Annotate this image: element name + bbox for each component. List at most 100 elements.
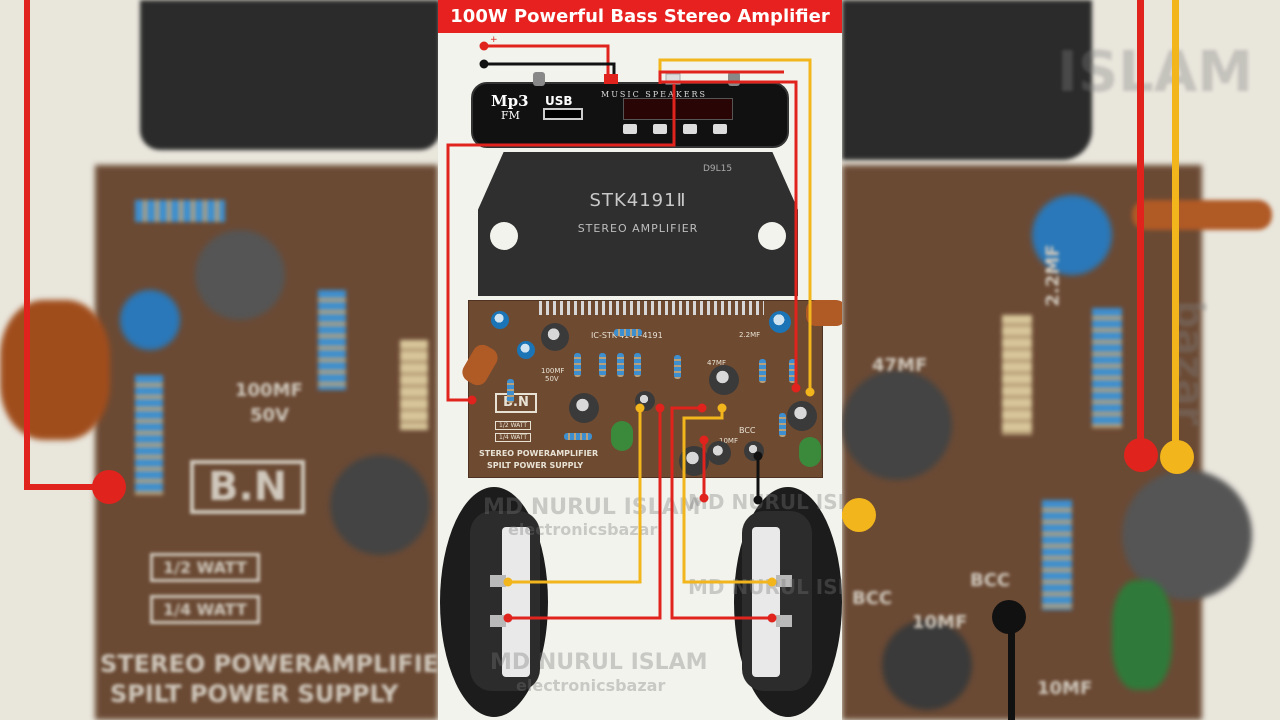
- backdrop-resistor: [1042, 500, 1072, 610]
- backdrop-line2: SPILT POWER SUPPLY: [110, 680, 399, 708]
- capacitor: [787, 401, 817, 431]
- backdrop-bcc: BCC: [970, 570, 1011, 591]
- capacitor: [635, 391, 655, 411]
- pcb-cap1-volt: 50V: [545, 375, 559, 383]
- backdrop-cap-volt: 50V: [250, 405, 289, 426]
- resistor: [634, 353, 641, 377]
- green-capacitor: [799, 437, 821, 467]
- right-speaker: [734, 487, 842, 717]
- capacitor: [707, 441, 731, 465]
- capacitor: [679, 446, 709, 476]
- stk-ic: D9L15 STK4191Ⅱ STEREO AMPLIFIER: [478, 152, 798, 296]
- minus-label: -: [490, 57, 494, 71]
- backdrop-red-wire: [24, 484, 104, 490]
- backdrop-bn: B.N: [190, 460, 306, 514]
- mp3-button: [713, 124, 727, 134]
- capacitor-blue: [491, 311, 509, 329]
- watermark-channel: electronicsbazar: [508, 520, 658, 539]
- backdrop-resistor: [318, 290, 346, 390]
- watermark-name: MD NURUL ISLAM: [483, 495, 701, 520]
- capacitor: [541, 323, 569, 351]
- speaker-terminal: [490, 615, 506, 627]
- page-title: 100W Powerful Bass Stereo Amplifier: [438, 0, 842, 33]
- backdrop-capacitor-blue: [120, 290, 180, 350]
- pcb-watt-half: 1/2 WATT: [495, 421, 532, 430]
- ic-name: STK4191Ⅱ: [589, 190, 687, 211]
- ic-pin-row: [539, 301, 764, 315]
- mp3-sub: FM: [501, 109, 520, 122]
- pcb-line2: SPILT POWER SUPPLY: [487, 461, 584, 470]
- backdrop-cap3: 2.2MF: [1042, 244, 1064, 307]
- backdrop-resistor: [135, 200, 225, 222]
- backdrop-yellow-wire: [1172, 0, 1179, 460]
- orange-capacitor: [458, 341, 502, 389]
- capacitor: [569, 393, 599, 423]
- watermark-name: MD NURUL ISLAM: [688, 490, 842, 514]
- resistor: [574, 353, 581, 377]
- backdrop-black-wire: [1008, 615, 1015, 720]
- backdrop-capacitor: [882, 620, 972, 710]
- backdrop-cap5: 10MF: [1037, 678, 1093, 699]
- resistor: [674, 355, 681, 379]
- capacitor-blue: [517, 341, 535, 359]
- backdrop-capacitor: [195, 230, 285, 320]
- resistor: [507, 379, 514, 403]
- backdrop-watt-quarter: 1/4 WATT: [150, 595, 260, 624]
- watermark-name: MD NURUL ISLAM: [490, 650, 708, 675]
- resistor: [759, 359, 766, 383]
- watermark-name: MD NURUL ISLAM: [688, 575, 842, 599]
- pcb-brand-box: B.N: [495, 393, 537, 413]
- backdrop-red-wire: [1137, 0, 1144, 460]
- backdrop-yellow-wire: [842, 512, 862, 519]
- resistor: [564, 433, 592, 440]
- backdrop-capacitor: [842, 370, 952, 480]
- pcb-watt-quarter: 1/4 WATT: [495, 433, 532, 442]
- usb-port: [543, 108, 583, 120]
- mp3-button: [683, 124, 697, 134]
- resistor: [599, 353, 606, 377]
- ic-subtitle: STEREO AMPLIFIER: [577, 222, 699, 235]
- mp3-display: [623, 98, 733, 120]
- ic-code: D9L15: [703, 164, 733, 174]
- backdrop-capacitor-blue: [1032, 195, 1112, 275]
- backdrop-orange-cap: [0, 300, 110, 440]
- backdrop-orange-cap: [1132, 200, 1272, 230]
- backdrop-mp3-shadow: [842, 0, 1092, 160]
- speaker-terminal: [490, 575, 506, 587]
- capacitor-blue: [769, 311, 791, 333]
- backdrop-watermark: ISLAM: [1057, 40, 1253, 105]
- amplifier-pcb: IC-STK-4141-4191 100MF 50V 47MF 2.2MF BC…: [458, 300, 842, 478]
- backdrop-cap2: 47MF: [872, 355, 928, 376]
- backdrop-resistor: [1092, 308, 1122, 428]
- watermark-channel: electronicsbazar: [516, 676, 666, 695]
- left-backdrop: 100MF 50V B.N 1/2 WATT 1/4 WATT STEREO P…: [0, 0, 438, 720]
- speaker-label-plate: [752, 527, 780, 677]
- resistor: [617, 353, 624, 377]
- plus-label: +: [490, 35, 498, 45]
- backdrop-green-cap: [1112, 580, 1172, 690]
- right-backdrop: 47MF 2.2MF BCC BCC 10MF 10MF ISLAM bazar: [842, 0, 1280, 720]
- mp3-jack: [533, 72, 545, 86]
- backdrop-black-dot: [992, 600, 1026, 634]
- resistor: [614, 329, 642, 336]
- backdrop-yellow-dot: [1160, 440, 1194, 474]
- backdrop-line1: STEREO POWERAMPLIFIER: [100, 650, 438, 678]
- backdrop-red-dot: [92, 470, 126, 504]
- backdrop-resistor: [1002, 315, 1032, 435]
- backdrop-capacitor-big: [330, 455, 430, 555]
- mp3-module: Mp3 FM USB MUSIC SPEAKERS: [471, 72, 789, 148]
- capacitor: [744, 441, 764, 461]
- backdrop-red-wire: [24, 0, 30, 490]
- speaker-terminal: [776, 615, 792, 627]
- backdrop-cap4: 10MF: [912, 612, 968, 633]
- power-plus-wire: [486, 44, 610, 78]
- center-panel: 100W Powerful Bass Stereo Amplifier Mp3 …: [438, 0, 842, 720]
- pcb-line1: STEREO POWERAMPLIFIER: [479, 449, 599, 458]
- power-plus-terminal: [479, 41, 489, 51]
- green-capacitor: [611, 421, 633, 451]
- backdrop-watt-half: 1/2 WATT: [150, 553, 260, 582]
- backdrop-mp3-shadow: [140, 0, 438, 150]
- backdrop-red-dot: [1124, 438, 1158, 472]
- usb-label: USB: [545, 94, 573, 108]
- mp3-button: [623, 124, 637, 134]
